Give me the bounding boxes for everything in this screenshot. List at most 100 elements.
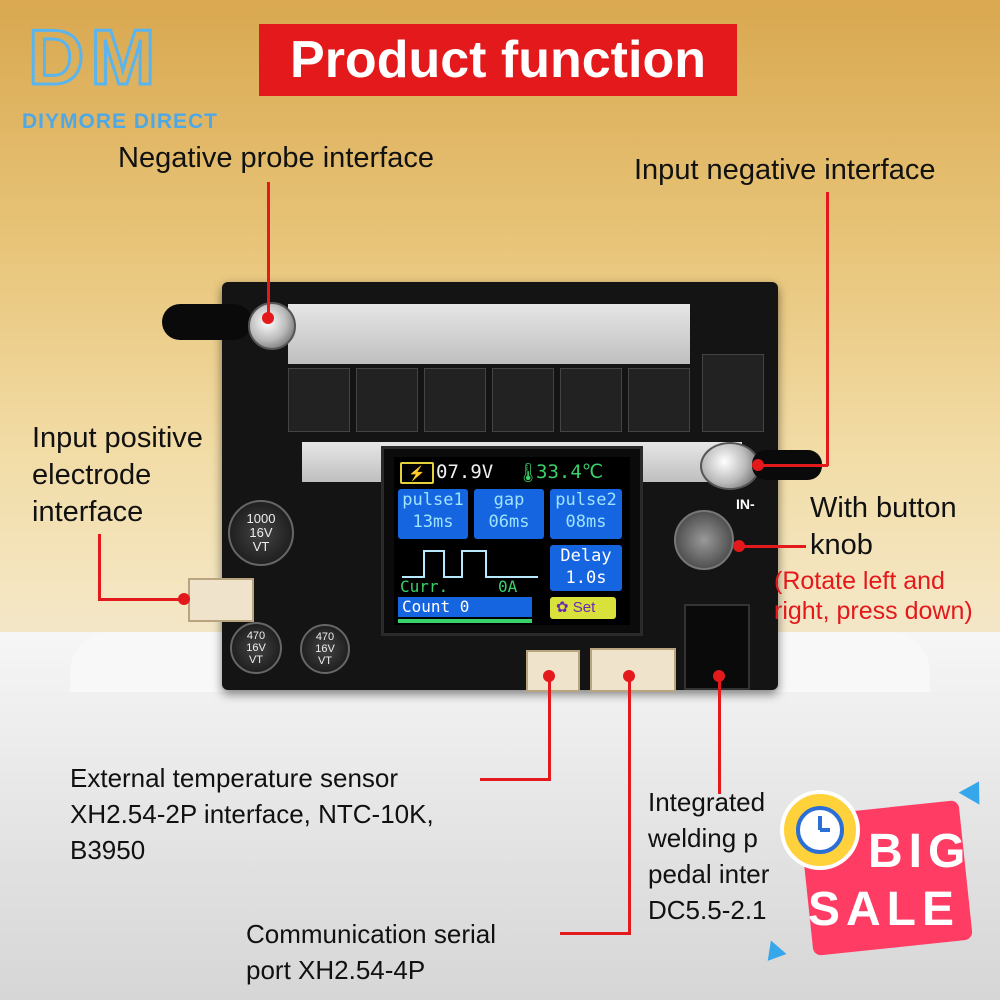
sale-line-sale: SALE <box>808 883 961 936</box>
pointer-line-pedal <box>718 676 721 794</box>
negative-busbar <box>288 304 690 364</box>
label-integrated-pedal: Integrated welding p pedal inter DC5.5-2… <box>648 784 769 928</box>
set-label: Set <box>572 599 596 616</box>
pointer-line-input-negative <box>826 192 829 466</box>
label-negative-probe: Negative probe interface <box>118 142 434 174</box>
input-positive-connector <box>188 578 254 622</box>
rotary-knob[interactable] <box>674 510 734 570</box>
pulse1-cell[interactable]: pulse1 13ms <box>398 489 468 539</box>
pointer-line-input-negative <box>758 464 828 467</box>
pointer-line-serial <box>628 676 631 934</box>
mosfet <box>356 368 418 432</box>
pointer-line-input-positive <box>98 534 101 600</box>
logo-tagline: DIYMORE DIRECT <box>22 110 219 133</box>
pulse2-cell[interactable]: pulse2 08ms <box>550 489 622 539</box>
delay-value: 1.0s <box>565 568 607 588</box>
serial-port-connector <box>590 648 676 692</box>
capacitor-470uf: 470 16V VT <box>300 624 350 674</box>
capacitor-470uf: 470 16V VT <box>230 622 282 674</box>
logo: DM <box>26 13 162 101</box>
pointer-dot <box>733 540 745 552</box>
clock-icon <box>780 790 860 870</box>
label-comm-serial: Communication serial port XH2.54-4P <box>246 916 496 988</box>
label-line: B3950 <box>70 835 146 865</box>
mosfet <box>288 368 350 432</box>
input-negative-screw <box>700 442 760 490</box>
gap-label: gap <box>493 490 525 510</box>
pointer-dot <box>543 670 555 682</box>
page-title: Product function <box>259 24 737 96</box>
label-input-positive: Input positive electrode interface <box>32 420 203 531</box>
thermometer-icon: 🌡 <box>516 463 541 484</box>
sale-line-big: BIG <box>868 825 972 878</box>
silk-in-minus: IN- <box>736 496 755 512</box>
pointer-line-temp <box>480 778 551 781</box>
label-line: knob <box>810 529 873 561</box>
label-temp-sensor: External temperature sensor XH2.54-2P in… <box>70 760 434 868</box>
cap-text: VT <box>317 655 333 667</box>
label-knob-note: (Rotate left and right, press down) <box>774 566 973 626</box>
pointer-line-input-positive <box>98 598 182 601</box>
clock-hands <box>796 806 844 854</box>
pulse2-value: 08ms <box>565 512 607 532</box>
curr-value: 0A <box>498 577 518 596</box>
cap-text: 16V <box>249 525 273 540</box>
cap-text: 470 <box>246 630 266 642</box>
mosfet <box>628 368 690 432</box>
pulse1-value: 13ms <box>412 512 454 532</box>
mosfet <box>424 368 486 432</box>
cap-text: 470 <box>315 631 335 643</box>
label-line: Integrated <box>648 787 766 817</box>
negative-cable <box>162 304 252 340</box>
label-line: With button <box>810 492 957 524</box>
pointer-dot <box>752 459 764 471</box>
label-line: External temperature sensor <box>70 763 399 793</box>
gear-icon: ✿ <box>556 599 569 616</box>
label-line: interface <box>32 496 144 528</box>
pointer-line-temp <box>548 676 551 780</box>
count-readout: Count 0 <box>398 597 532 617</box>
label-line: DC5.5-2.1 <box>648 895 767 925</box>
mosfet <box>560 368 622 432</box>
cap-text: VT <box>252 539 270 554</box>
gap-cell[interactable]: gap 06ms <box>474 489 544 539</box>
label-button-knob: With button knob <box>810 490 957 564</box>
pointer-line-negative-probe <box>267 182 270 316</box>
lcd-display: ⚡ 07.9V 🌡 33.4℃ pulse1 13ms gap 06ms pul… <box>394 457 630 625</box>
label-line: welding p <box>648 823 758 853</box>
label-line: right, press down) <box>774 597 973 625</box>
lcd-screen: ⚡ 07.9V 🌡 33.4℃ pulse1 13ms gap 06ms pul… <box>381 446 643 636</box>
waveform-icon <box>402 550 538 578</box>
gap-value: 06ms <box>488 512 530 532</box>
curr-label: Curr. <box>400 577 449 596</box>
pulse2-label: pulse2 <box>555 490 617 510</box>
pointer-dot <box>623 670 635 682</box>
label-line: port XH2.54-4P <box>246 955 426 985</box>
pointer-dot <box>262 312 274 324</box>
label-line: Input positive <box>32 422 203 454</box>
label-line: XH2.54-2P interface, NTC-10K, <box>70 799 434 829</box>
temperature-readout: 33.4℃ <box>536 461 604 483</box>
delay-cell[interactable]: Delay 1.0s <box>550 545 622 591</box>
diode-component <box>702 354 764 432</box>
cap-text: 16V <box>315 643 335 655</box>
mosfet <box>492 368 554 432</box>
delay-label: Delay <box>560 546 612 566</box>
pcb-board: IN- 1000 16V VT 470 16V VT 470 16V VT <box>162 282 822 692</box>
progress-bar <box>398 619 532 623</box>
label-input-negative: Input negative interface <box>634 154 936 186</box>
battery-icon: ⚡ <box>400 462 434 484</box>
pointer-dot <box>713 670 725 682</box>
cap-text: 1000 <box>246 511 276 526</box>
label-line: electrode <box>32 459 152 491</box>
cap-text: VT <box>248 654 264 666</box>
voltage-readout: 07.9V <box>436 461 494 483</box>
pointer-line-serial <box>560 932 631 935</box>
set-button[interactable]: ✿ Set <box>550 597 616 619</box>
label-line: (Rotate left and <box>774 567 945 595</box>
label-line: pedal inter <box>648 859 770 889</box>
label-line: Communication serial <box>246 919 496 949</box>
pointer-dot <box>178 593 190 605</box>
pointer-line-knob <box>738 545 806 548</box>
capacitor-1000uf: 1000 16V VT <box>228 500 294 566</box>
